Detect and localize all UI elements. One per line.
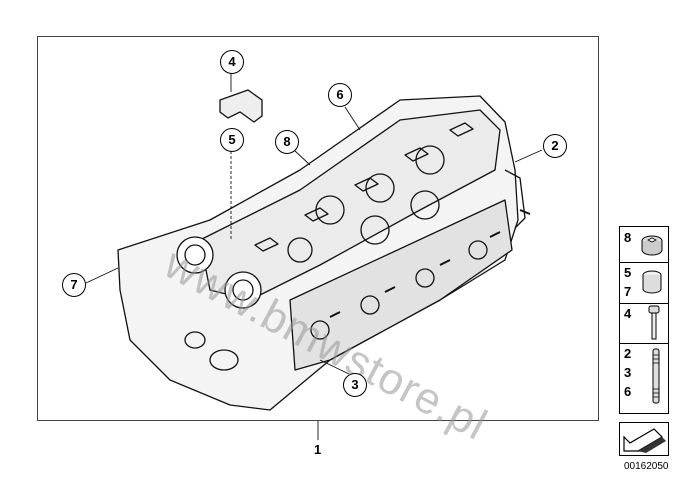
legend-number: 5: [624, 265, 632, 280]
legend-number: 6: [624, 384, 632, 399]
callout-8: 8: [275, 130, 299, 154]
legend-row: 8: [620, 227, 668, 263]
legend-number: 7: [624, 284, 632, 299]
diagram-frame: [37, 36, 599, 421]
legend-row: 5 7: [620, 262, 668, 304]
bolt-icon: [648, 305, 660, 340]
assembly-label: 1: [314, 442, 322, 457]
navigation-box[interactable]: [619, 422, 669, 456]
parts-legend: 8 5 7 4 2 3 6: [619, 226, 669, 414]
bearing-cap-part: [219, 89, 263, 123]
legend-number: 2: [624, 346, 632, 361]
callout-3: 3: [343, 373, 367, 397]
legend-row: 2 3 6: [620, 343, 668, 413]
callout-6: 6: [328, 83, 352, 107]
legend-number: 4: [624, 306, 632, 321]
stud-icon: [652, 348, 660, 404]
hex-socket-cap-icon: [641, 235, 663, 256]
legend-number: 3: [624, 365, 632, 380]
callout-2: 2: [543, 134, 567, 158]
callout-4: 4: [220, 50, 244, 74]
diagonal-arrow-icon: [623, 428, 666, 453]
legend-number: 8: [624, 230, 632, 245]
sleeve-bushing-icon: [642, 270, 662, 294]
callout-5: 5: [220, 128, 244, 152]
part-number: 00162050: [624, 461, 669, 472]
legend-row: 4: [620, 303, 668, 344]
callout-7: 7: [62, 273, 86, 297]
